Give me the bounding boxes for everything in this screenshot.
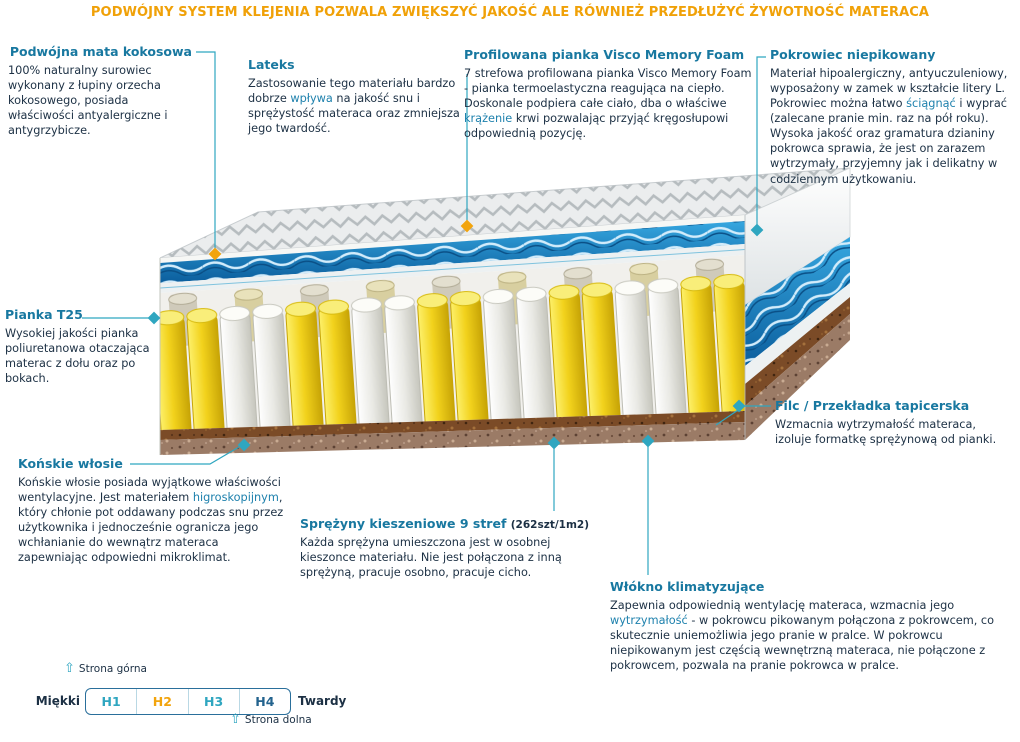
annotation-title: Włókno klimatyzujące xyxy=(610,579,765,594)
annotation-title: Pianka T25 xyxy=(5,307,83,322)
marker-t25 xyxy=(147,311,161,325)
marker-mata xyxy=(208,247,222,261)
annotation-body: Zastosowanie tego materiału bardzo dobrz… xyxy=(248,76,460,135)
layer-coco-mat xyxy=(160,411,745,440)
annotation-wlokno: Włókno klimatyzujące Zapewnia odpowiedni… xyxy=(610,579,1017,673)
annotation-body: Materiał hipoalergiczny, antyuczuleniowy… xyxy=(770,66,1008,186)
annotation-title: Profilowana pianka Visco Memory Foam xyxy=(464,47,745,62)
annotation-title: Filc / Przekładka tapicerska xyxy=(775,398,970,413)
layer-base-foam xyxy=(160,422,745,455)
annotation-title-main: Sprężyny kieszeniowe 9 stref xyxy=(300,516,507,531)
annotation-title: Lateks xyxy=(248,57,295,72)
annotation-body: Wysokiej jakości pianka poliuretanowa ot… xyxy=(5,326,150,385)
layer-wave-front xyxy=(160,221,745,283)
annotation-visco: Profilowana pianka Visco Memory Foam 7 s… xyxy=(464,47,752,141)
annotation-title: Końskie włosie xyxy=(18,456,123,471)
marker-visco xyxy=(460,219,474,233)
scale-top-side: ⇧Strona górna xyxy=(64,661,147,676)
annotation-mata-kokosowa: Podwójna mata kokosowa 100% naturalny su… xyxy=(8,44,192,138)
annotation-konskie-wlosie: Końskie włosie Końskie włosie posiada wy… xyxy=(18,456,290,565)
hardness-level-h2: H2 xyxy=(136,689,187,714)
header-banner: PODWÓJNY SYSTEM KLEJENIA POZWALA ZWIĘKSZ… xyxy=(90,5,930,20)
hardness-scale-box: H1 H2 H3 H4 xyxy=(85,688,291,715)
annotation-title: Sprężyny kieszeniowe 9 stref (262szt/1m2… xyxy=(300,516,602,532)
annotation-sprezyny: Sprężyny kieszeniowe 9 stref (262szt/1m2… xyxy=(300,516,602,581)
up-arrow-icon: ⇧ xyxy=(230,712,241,727)
scale-hard-label: Twardy xyxy=(298,694,347,708)
annotation-title: Podwójna mata kokosowa xyxy=(9,44,192,59)
up-arrow-icon: ⇧ xyxy=(64,661,75,676)
scale-bottom-label: Strona dolna xyxy=(244,714,312,726)
annotation-lateks: Lateks Zastosowanie tego materiału bardz… xyxy=(248,57,470,136)
hardness-level-h1: H1 xyxy=(101,694,121,709)
scale-bottom-side: ⇧Strona dolna xyxy=(230,712,312,727)
annotation-body: Wzmacnia wytrzymałość materaca, izoluje … xyxy=(775,417,997,446)
annotation-body: 100% naturalny surowiec wykonany z łupin… xyxy=(8,63,168,138)
annotation-title-sub: (262szt/1m2) xyxy=(510,519,590,531)
connector-mata xyxy=(196,51,216,250)
annotation-filc: Filc / Przekładka tapicerska Wzmacnia wy… xyxy=(775,398,1007,447)
annotation-pokrowiec: Pokrowiec niepikowany Materiał hipoalerg… xyxy=(770,47,1016,187)
marker-konskie xyxy=(237,438,251,452)
annotation-title: Pokrowiec niepikowany xyxy=(770,47,936,62)
hardness-level-h4: H4 xyxy=(238,689,290,714)
annotation-body: 7 strefowa profilowana pianka Visco Memo… xyxy=(464,66,752,141)
hardness-level-h3: H3 xyxy=(187,689,239,714)
connector-konskie xyxy=(130,446,240,465)
scale-soft-label: Miękki xyxy=(35,694,80,708)
layer-cover-lip xyxy=(160,215,745,263)
annotation-body: Każda sprężyna umieszczona jest w osobne… xyxy=(300,536,562,580)
annotation-pianka-t25: Pianka T25 Wysokiej jakości pianka poliu… xyxy=(5,307,163,386)
scale-top-label: Strona górna xyxy=(78,663,147,675)
mattress-end-face xyxy=(744,167,851,440)
annotation-body: Zapewnia odpowiednią wentylację materaca… xyxy=(610,598,995,673)
annotation-body: Końskie włosie posiada wyjątkowe właściw… xyxy=(18,475,284,565)
connector-pokrowiec xyxy=(756,56,766,225)
